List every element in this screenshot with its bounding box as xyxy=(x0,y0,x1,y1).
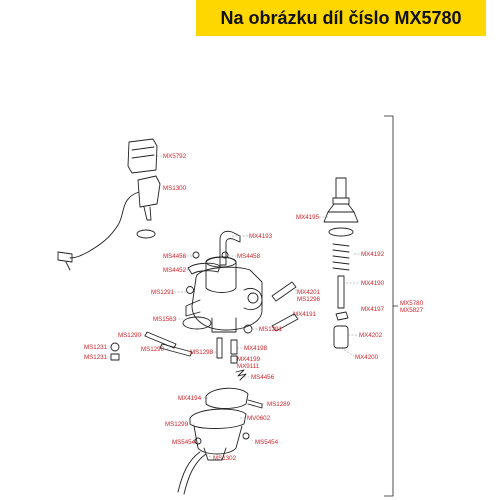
screw-ms1290b xyxy=(159,343,193,357)
part-number-banner: Na obrázku díl číslo MX5780 xyxy=(196,0,486,36)
label-mx4193: MX4193 xyxy=(249,233,273,240)
gasket-part xyxy=(182,316,212,330)
label-ms1231-lower: MS1231 xyxy=(84,354,108,361)
label-ms5454-right: MS5454 xyxy=(255,439,279,446)
washer-ms1291a xyxy=(186,286,194,294)
plate-part xyxy=(187,262,221,275)
o-ring-part xyxy=(136,229,156,239)
screw-ms1290a xyxy=(144,331,177,349)
carburetor-body-part xyxy=(185,256,263,333)
label-mx4199: MX4199 xyxy=(237,356,261,363)
label-mx4202: MX4202 xyxy=(359,332,383,339)
jet-mx4198 xyxy=(230,339,238,355)
label-ms1298: MS1298 xyxy=(190,349,214,356)
label-mx4191: MX4191 xyxy=(293,311,317,318)
label-ms1231-upper: MS1231 xyxy=(84,344,108,351)
banner-text: Na obrázku díl číslo MX5780 xyxy=(220,7,462,28)
label-mx4197: MX4197 xyxy=(361,306,385,313)
jet-ms1298 xyxy=(216,337,223,359)
spring-ms4456 xyxy=(235,369,247,381)
washer-ms4458a xyxy=(192,251,200,259)
bent-tube-part xyxy=(219,230,241,266)
label-ms4458-right: MS4458 xyxy=(237,253,261,260)
screw-mx4201 xyxy=(271,281,297,302)
nut-ms1231a xyxy=(110,342,120,352)
label-mx5827: MX5827 xyxy=(400,307,424,314)
throttle-assembly-part xyxy=(323,177,359,349)
jet-mx4199 xyxy=(230,355,238,364)
label-mx4190: MX4190 xyxy=(361,280,385,287)
label-ms1291-left: MS1291 xyxy=(151,289,175,296)
label-ms1290-upper: MS1290 xyxy=(118,332,142,339)
label-ms1290-lower: MS1290 xyxy=(141,346,165,353)
label-mx4198: MX4198 xyxy=(244,345,268,352)
label-mx4200: MX4200 xyxy=(355,354,379,361)
float-mx4194 xyxy=(205,387,249,409)
label-ms1563: MS1563 xyxy=(153,316,177,323)
label-ms5454-left: MS5454 xyxy=(172,439,196,446)
label-mx5780: MX5780 xyxy=(400,300,424,307)
label-ms1289: MS1289 xyxy=(267,401,291,408)
washer-ms4458b xyxy=(221,251,229,259)
label-ms4458-left: MS4458 xyxy=(163,253,187,260)
nut-ms1231b xyxy=(110,353,120,361)
float-bowl-part xyxy=(189,408,250,461)
label-ms4456: MS4456 xyxy=(251,374,275,381)
label-mx5792: MX5792 xyxy=(163,153,187,160)
label-mx4192: MX4192 xyxy=(361,251,385,258)
label-mx9111: MX9111 xyxy=(237,363,260,370)
label-ms1291-right: MS1291 xyxy=(259,326,283,333)
leader-lines xyxy=(107,155,360,459)
label-mv0602: MV0602 xyxy=(247,415,271,422)
label-ms1302: MS1302 xyxy=(213,455,237,462)
drain-hose-part xyxy=(177,451,207,495)
label-ms4452: MS4452 xyxy=(163,267,187,274)
label-ms1300: MS1300 xyxy=(163,185,187,192)
choke-part xyxy=(57,175,161,271)
label-ms1296: MS1296 xyxy=(297,296,321,303)
assembly-bracket xyxy=(384,115,398,497)
clip-ms1289 xyxy=(247,399,263,409)
rubber-cap-part xyxy=(127,138,158,174)
label-mx4201: MX4201 xyxy=(297,289,321,296)
label-mx4194: MX4194 xyxy=(178,395,202,402)
label-mx4195: MX4195 xyxy=(296,214,320,221)
label-ms1299: MS1299 xyxy=(165,421,189,428)
